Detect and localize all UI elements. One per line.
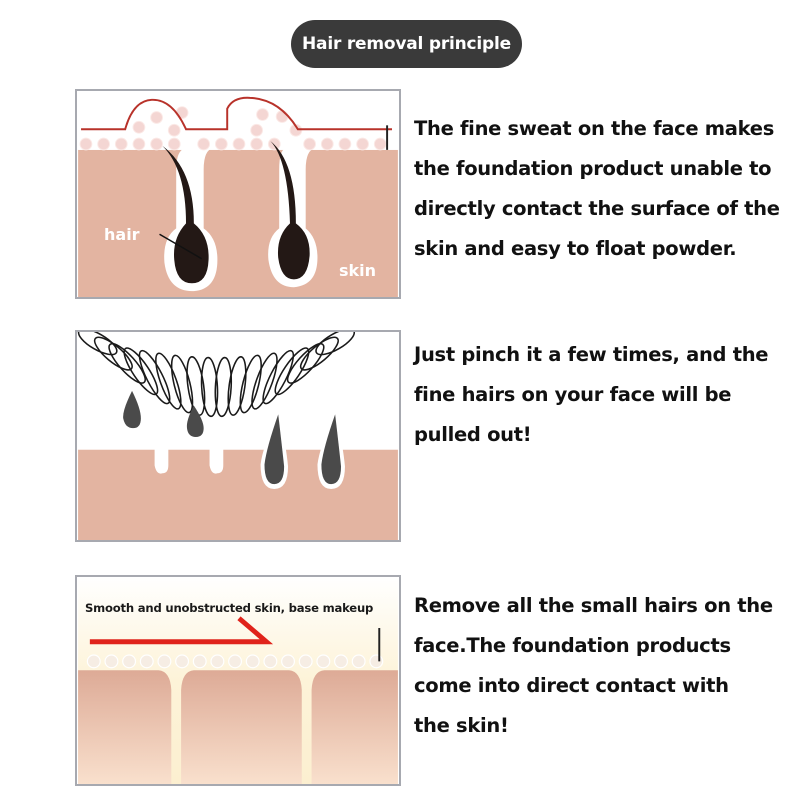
description-line: directly contact the surface of the [414, 197, 780, 220]
spring-tool-illustration [77, 332, 398, 540]
description-line: fine hairs on your face will be [414, 383, 732, 406]
hair-label: hair [104, 225, 140, 244]
description-line: the skin! [414, 714, 509, 737]
during-description: Just pinch it a few times, and the fine … [414, 335, 800, 455]
page-title: Hair removal principle [291, 20, 522, 68]
before-diagram-panel: hair skin [75, 89, 401, 299]
description-line: pulled out! [414, 423, 532, 446]
description-line: the foundation product unable to [414, 157, 772, 180]
smooth-skin-illustration [78, 577, 398, 784]
during-diagram-panel [75, 330, 401, 542]
description-line: come into direct contact with [414, 674, 729, 697]
after-diagram-panel: Smooth and unobstructed skin, base makeu… [75, 575, 401, 786]
description-line: face.The foundation products [414, 634, 731, 657]
skin-with-hair-illustration [78, 91, 398, 297]
before-description: The fine sweat on the face makes the fou… [414, 109, 800, 269]
skin-label: skin [339, 261, 377, 280]
description-line: Just pinch it a few times, and the [414, 343, 769, 366]
description-line: Remove all the small hairs on the [414, 594, 773, 617]
after-description: Remove all the small hairs on the face.T… [414, 586, 800, 746]
description-line: The fine sweat on the face makes [414, 117, 775, 140]
after-caption: Smooth and unobstructed skin, base makeu… [85, 601, 374, 615]
description-line: skin and easy to float powder. [414, 237, 737, 260]
